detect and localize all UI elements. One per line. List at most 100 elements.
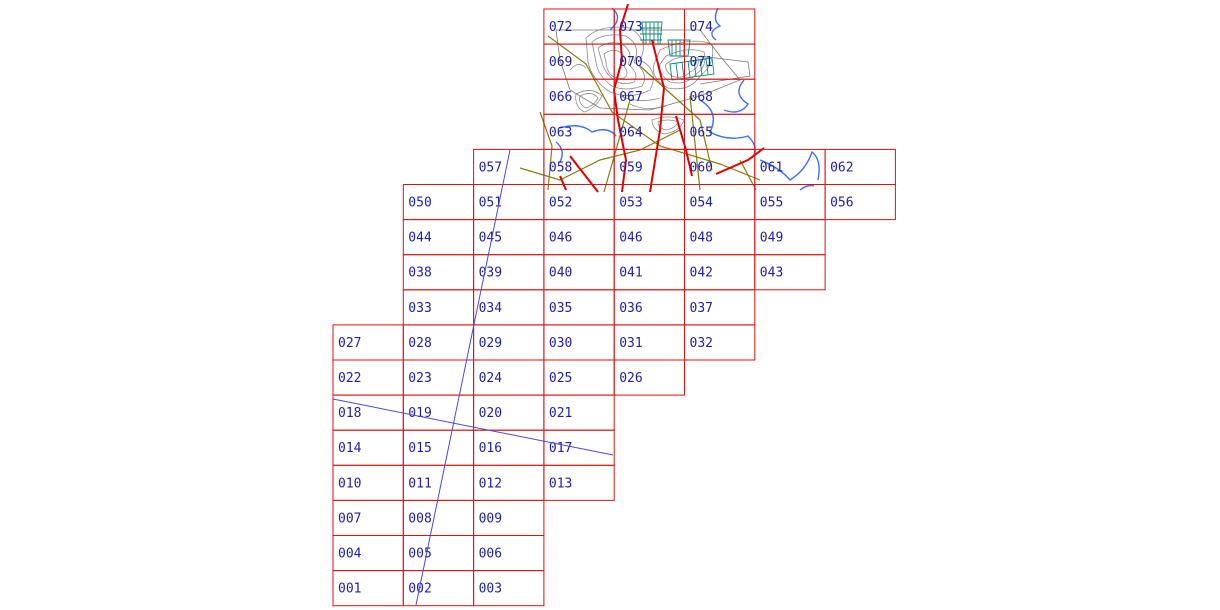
sheet-cell: 055 bbox=[754, 184, 826, 221]
sheet-label: 023 bbox=[408, 371, 431, 386]
sheet-cell: 054 bbox=[684, 184, 756, 221]
sheet-cell: 008 bbox=[402, 499, 475, 536]
sheet-label: 010 bbox=[338, 476, 361, 491]
sheet-label: 017 bbox=[549, 441, 572, 456]
sheet-cell: 052 bbox=[543, 184, 615, 221]
sheet-label: 062 bbox=[830, 160, 853, 175]
sheet-label: 016 bbox=[479, 441, 502, 456]
sheet-label: 011 bbox=[408, 476, 431, 491]
sheet-cell: 010 bbox=[332, 464, 404, 501]
sheet-cell: 037 bbox=[684, 289, 756, 326]
sheet-cell: 045 bbox=[473, 219, 545, 256]
sheet-label: 035 bbox=[549, 301, 572, 316]
sheet-cell: 046 bbox=[543, 219, 615, 256]
sheet-label: 038 bbox=[408, 266, 431, 281]
tracks bbox=[519, 35, 761, 193]
sheet-cell: 026 bbox=[613, 359, 686, 396]
sheet-cell: 044 bbox=[402, 219, 475, 256]
sheet-cell: 006 bbox=[473, 535, 545, 572]
sheet-label: 008 bbox=[408, 511, 431, 526]
sheet-cell: 021 bbox=[543, 394, 615, 431]
sheet-label: 013 bbox=[549, 476, 572, 491]
sheet-label: 041 bbox=[619, 266, 642, 281]
sheet-label: 034 bbox=[479, 301, 503, 316]
sheet-label: 053 bbox=[619, 196, 642, 211]
sheet-cell: 012 bbox=[473, 464, 545, 501]
sheet-label: 073 bbox=[619, 20, 642, 35]
sheet-label: 067 bbox=[619, 90, 642, 105]
sheet-label: 002 bbox=[408, 582, 431, 597]
sheet-cell: 034 bbox=[473, 289, 545, 326]
sheet-label: 033 bbox=[408, 301, 431, 316]
sheet-cell: 027 bbox=[332, 324, 404, 361]
sheet-label: 074 bbox=[690, 20, 714, 35]
sheet-label: 072 bbox=[549, 20, 572, 35]
sheet-cell: 041 bbox=[613, 254, 686, 291]
sheet-cell: 031 bbox=[613, 324, 686, 361]
sheet-label: 039 bbox=[479, 266, 502, 281]
sheet-cell: 009 bbox=[473, 499, 545, 536]
sheet-label: 068 bbox=[690, 90, 713, 105]
sheet-label: 061 bbox=[760, 160, 783, 175]
sheet-label: 005 bbox=[408, 547, 431, 562]
sheet-cell: 046 bbox=[613, 219, 686, 256]
sheet-label: 064 bbox=[619, 125, 643, 140]
sheet-cell: 063 bbox=[543, 113, 615, 150]
sheet-cell: 069 bbox=[543, 43, 615, 80]
sheet-cell: 042 bbox=[684, 254, 756, 291]
sheet-cell: 025 bbox=[543, 359, 615, 396]
sheet-label: 069 bbox=[549, 55, 572, 70]
sheet-cell: 016 bbox=[473, 429, 545, 466]
sheet-cell: 024 bbox=[473, 359, 545, 396]
sheet-label: 031 bbox=[619, 336, 642, 351]
sheet-label: 018 bbox=[338, 406, 361, 421]
sheet-cell: 002 bbox=[402, 570, 475, 607]
sheet-cell: 050 bbox=[402, 184, 475, 221]
sheet-cell: 056 bbox=[824, 184, 896, 221]
sheet-cell: 062 bbox=[824, 148, 896, 185]
sheet-cell: 040 bbox=[543, 254, 615, 291]
sheet-cell-border bbox=[684, 324, 756, 361]
sheet-cell: 036 bbox=[613, 289, 686, 326]
sheet-cell-border bbox=[613, 359, 686, 396]
sheet-cell: 039 bbox=[473, 254, 545, 291]
sheet-label: 042 bbox=[690, 266, 713, 281]
transverse-guide-line bbox=[332, 398, 614, 456]
sheet-label: 020 bbox=[479, 406, 502, 421]
sheet-cell: 051 bbox=[473, 184, 545, 221]
sheet-cell: 022 bbox=[332, 359, 404, 396]
sheet-cell-border bbox=[754, 254, 826, 291]
sheet-label: 029 bbox=[479, 336, 502, 351]
sheet-label: 022 bbox=[338, 371, 361, 386]
sheet-label: 040 bbox=[549, 266, 572, 281]
sheet-cell: 013 bbox=[543, 464, 615, 501]
sheet-label: 026 bbox=[619, 371, 642, 386]
sheet-label: 060 bbox=[690, 160, 713, 175]
sheet-label: 025 bbox=[549, 371, 572, 386]
sheet-label: 012 bbox=[479, 476, 502, 491]
sheet-label: 036 bbox=[619, 301, 642, 316]
sheet-label: 046 bbox=[549, 231, 572, 246]
sheet-cell: 001 bbox=[332, 570, 404, 607]
sheet-label: 019 bbox=[408, 406, 431, 421]
sheet-label: 024 bbox=[479, 371, 503, 386]
sheet-cell: 018 bbox=[332, 394, 404, 431]
sheet-cell: 004 bbox=[332, 535, 404, 572]
sheet-label: 001 bbox=[338, 582, 361, 597]
roads bbox=[559, 3, 765, 193]
sheet-label: 003 bbox=[479, 582, 502, 597]
sheet-cell: 015 bbox=[402, 429, 475, 466]
sheet-label: 044 bbox=[408, 231, 432, 246]
sheet-label: 021 bbox=[549, 406, 572, 421]
sheet-cell: 048 bbox=[684, 219, 756, 256]
sheet-label: 045 bbox=[479, 231, 502, 246]
sheet-label: 007 bbox=[338, 511, 361, 526]
sheet-label: 056 bbox=[830, 196, 853, 211]
sheet-label: 004 bbox=[338, 547, 362, 562]
sheet-label: 059 bbox=[619, 160, 642, 175]
sheet-label: 057 bbox=[479, 160, 502, 175]
sheet-label: 070 bbox=[619, 55, 642, 70]
diagonal-guide-line bbox=[415, 149, 511, 606]
sheet-label: 037 bbox=[690, 301, 713, 316]
sheet-label: 032 bbox=[690, 336, 713, 351]
